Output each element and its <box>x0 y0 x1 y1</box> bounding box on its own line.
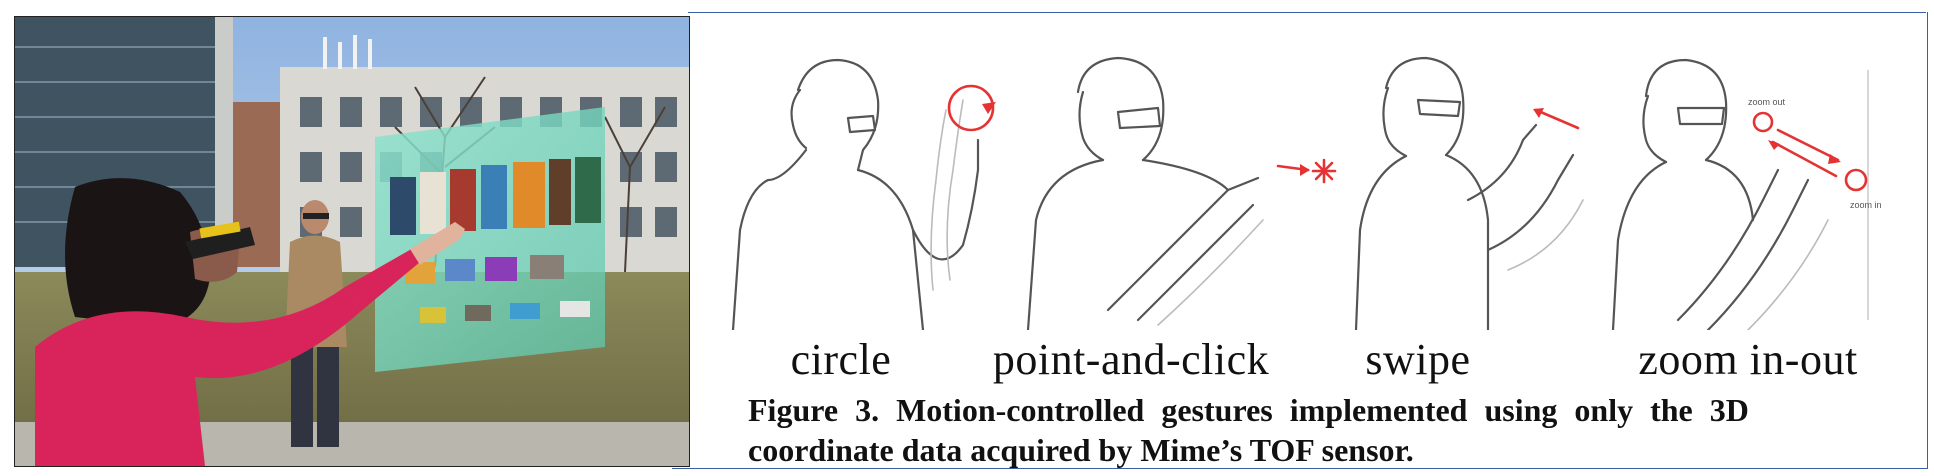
label-swipe: swipe <box>1365 335 1471 384</box>
outdoor-hologram-photo <box>15 17 689 466</box>
swipe-gesture-sketch <box>1354 56 1584 330</box>
label-zoom-in-out: zoom in-out <box>1638 335 1858 384</box>
label-circle: circle <box>790 335 892 384</box>
label-point-and-click: point-and-click <box>992 335 1270 384</box>
figure-border-right <box>1927 12 1928 468</box>
figure-border-top <box>688 12 1926 13</box>
point-arrow-icon <box>1300 164 1310 176</box>
zoom-in-marker <box>1844 168 1868 192</box>
point-and-click-gesture-sketch <box>1026 56 1337 330</box>
zoom-arrow-out-icon <box>1768 140 1780 150</box>
zoom-gesture-sketch: zoom out zoom in <box>1611 58 1882 330</box>
figure-border-bottom <box>672 468 1928 469</box>
zoom-out-annotation: zoom out <box>1748 97 1786 107</box>
photo-panel <box>14 16 690 467</box>
zoom-out-marker <box>1752 111 1774 133</box>
circle-gesture-marker <box>947 84 995 132</box>
headset <box>185 221 255 259</box>
woman-with-headset <box>35 178 465 466</box>
gesture-figure: zoom out zoom in circle point-and-click … <box>672 12 1928 470</box>
click-burst-icon <box>1311 158 1337 184</box>
zoom-arrow-in-icon <box>1828 154 1841 164</box>
caption-line-2: coordinate data acquired by Mime’s TOF s… <box>748 432 1414 468</box>
zoom-in-annotation: zoom in <box>1850 200 1882 210</box>
hologram-panel <box>375 107 605 372</box>
circle-arrow-icon <box>982 102 996 114</box>
figure-caption: Figure 3. Motion-controlled gestures imp… <box>748 390 1898 470</box>
caption-line-1: Figure 3. Motion-controlled gestures imp… <box>748 392 1749 428</box>
swipe-arrow-icon <box>1533 108 1544 118</box>
gesture-illustrations: zoom out zoom in <box>731 56 1882 330</box>
circle-gesture-sketch <box>731 58 996 330</box>
